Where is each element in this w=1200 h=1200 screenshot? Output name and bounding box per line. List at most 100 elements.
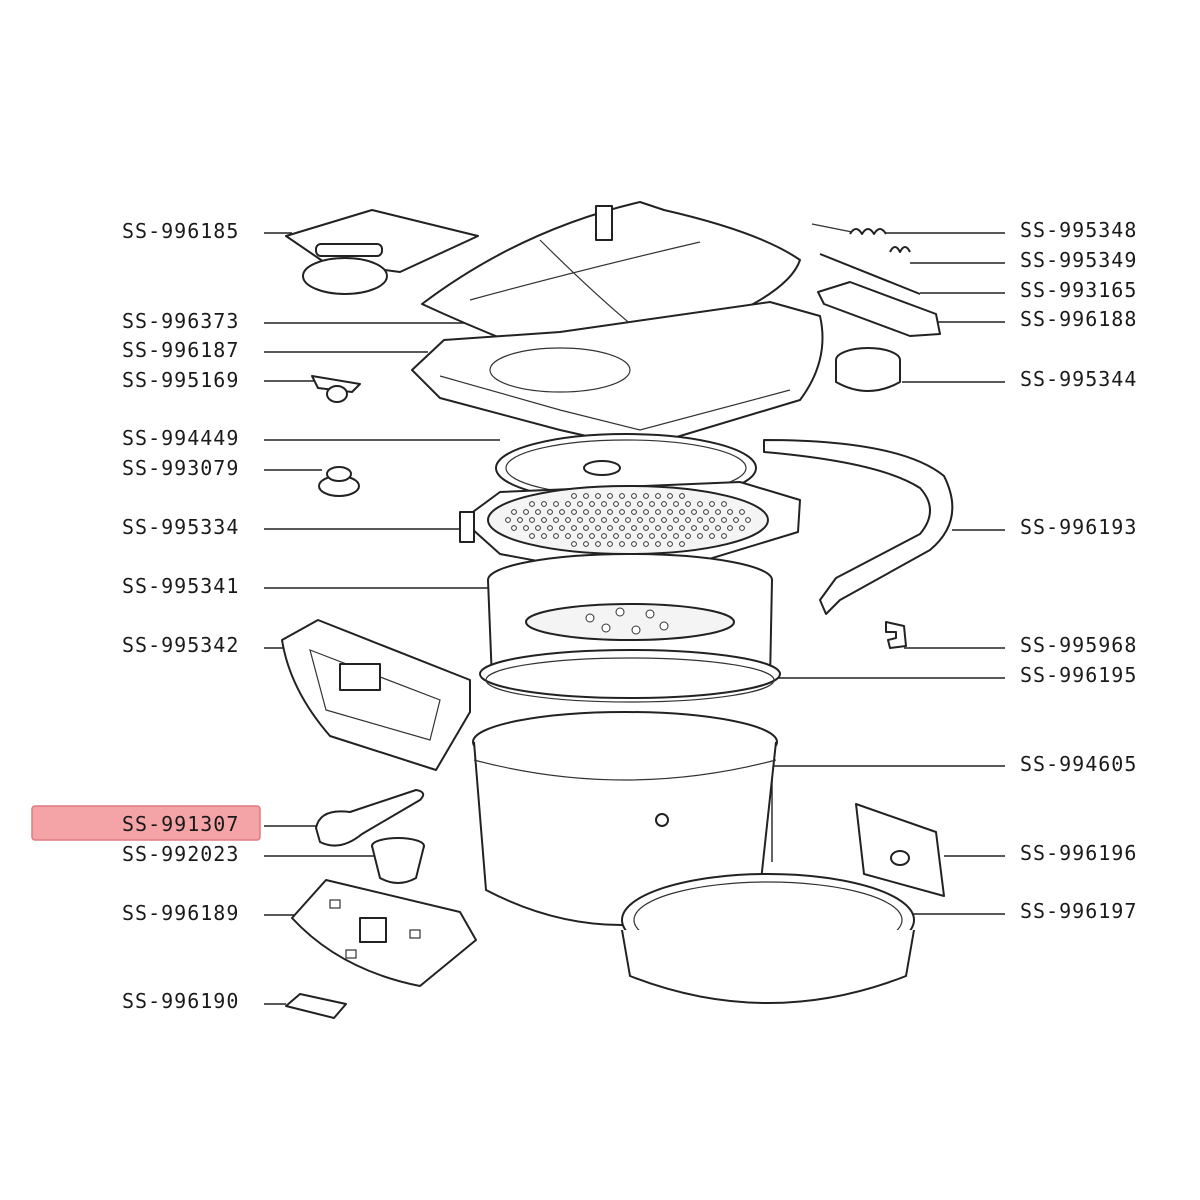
plate-hole xyxy=(517,517,523,523)
plate-hole xyxy=(661,501,667,507)
label-ss-996196[interactable]: SS-996196 xyxy=(1020,841,1137,865)
plate-hole xyxy=(673,517,679,523)
plate-hole xyxy=(667,509,673,515)
plate-hole xyxy=(649,517,655,523)
plate-hole xyxy=(697,501,703,507)
plate-hole xyxy=(631,509,637,515)
plate-hole xyxy=(541,517,547,523)
label-ss-995348[interactable]: SS-995348 xyxy=(1020,218,1137,242)
part-996189-pcb xyxy=(291,879,477,987)
plate-hole xyxy=(571,541,577,547)
part-995334-steam-plate xyxy=(459,481,801,589)
plate-hole xyxy=(643,525,649,531)
plate-hole xyxy=(589,517,595,523)
part-995349-spring xyxy=(889,246,911,253)
label-ss-994605[interactable]: SS-994605 xyxy=(1020,752,1137,776)
label-ss-993165[interactable]: SS-993165 xyxy=(1020,278,1137,302)
plate-hole xyxy=(529,501,535,507)
label-ss-996197[interactable]: SS-996197 xyxy=(1020,899,1137,923)
plate-hole xyxy=(697,533,703,539)
plate-hole xyxy=(607,541,613,547)
leader-lines xyxy=(264,232,1005,1005)
plate-hole xyxy=(553,517,559,523)
plate-hole xyxy=(625,517,631,523)
plate-hole xyxy=(721,533,727,539)
plate-hole xyxy=(511,509,517,515)
plate-hole xyxy=(565,501,571,507)
plate-hole xyxy=(661,533,667,539)
label-ss-996193[interactable]: SS-996193 xyxy=(1020,515,1137,539)
plate-hole xyxy=(643,509,649,515)
plate-hole xyxy=(607,525,613,531)
plate-hole xyxy=(523,525,529,531)
plate-hole xyxy=(583,509,589,515)
plate-hole xyxy=(547,525,553,531)
plate-hole xyxy=(577,501,583,507)
plate-hole xyxy=(583,525,589,531)
plate-hole xyxy=(739,509,745,515)
part-995169-clip xyxy=(311,375,361,403)
plate-hole xyxy=(505,517,511,523)
plate-hole xyxy=(637,501,643,507)
plate-hole xyxy=(655,509,661,515)
plate-hole xyxy=(715,509,721,515)
part-996188-latch xyxy=(817,281,941,337)
plate-hole xyxy=(595,541,601,547)
plate-hole xyxy=(583,541,589,547)
part-991307-rice-paddle[interactable] xyxy=(315,789,425,847)
plate-hole xyxy=(619,509,625,515)
plate-hole xyxy=(679,493,685,499)
plate-hole xyxy=(637,517,643,523)
plate-hole xyxy=(595,525,601,531)
plate-hole xyxy=(613,533,619,539)
label-ss-996195[interactable]: SS-996195 xyxy=(1020,663,1137,687)
label-ss-995968[interactable]: SS-995968 xyxy=(1020,633,1137,657)
plate-hole xyxy=(745,517,751,523)
plate-hole xyxy=(613,501,619,507)
plate-hole xyxy=(715,525,721,531)
plate-hole xyxy=(565,533,571,539)
label-ss-993079[interactable]: SS-993079 xyxy=(122,456,239,480)
label-ss-995341[interactable]: SS-995341 xyxy=(122,574,239,598)
plate-hole xyxy=(637,533,643,539)
label-ss-996189[interactable]: SS-996189 xyxy=(122,901,239,925)
plate-hole xyxy=(679,525,685,531)
plate-hole xyxy=(685,517,691,523)
plate-hole xyxy=(667,541,673,547)
plate-hole xyxy=(655,493,661,499)
label-ss-991307[interactable]: SS-991307 xyxy=(122,812,239,836)
plate-hole xyxy=(553,501,559,507)
plate-hole xyxy=(709,501,715,507)
label-ss-994449[interactable]: SS-994449 xyxy=(122,426,239,450)
plate-hole xyxy=(625,533,631,539)
label-ss-995334[interactable]: SS-995334 xyxy=(122,515,239,539)
label-ss-995169[interactable]: SS-995169 xyxy=(122,368,239,392)
label-ss-995344[interactable]: SS-995344 xyxy=(1020,367,1137,391)
label-ss-996373[interactable]: SS-996373 xyxy=(122,309,239,333)
plate-hole xyxy=(709,517,715,523)
plate-hole xyxy=(547,509,553,515)
plate-hole xyxy=(679,509,685,515)
label-ss-996185[interactable]: SS-996185 xyxy=(122,219,239,243)
label-ss-996188[interactable]: SS-996188 xyxy=(1020,307,1137,331)
part-996185-cap xyxy=(285,209,479,295)
plate-hole xyxy=(673,533,679,539)
plate-hole xyxy=(733,517,739,523)
plate-hole xyxy=(577,517,583,523)
label-ss-996190[interactable]: SS-996190 xyxy=(122,989,239,1013)
plate-hole xyxy=(571,493,577,499)
part-996195-ring xyxy=(479,649,781,703)
label-ss-995342[interactable]: SS-995342 xyxy=(122,633,239,657)
plate-hole xyxy=(697,517,703,523)
plate-hole xyxy=(595,493,601,499)
label-ss-996187[interactable]: SS-996187 xyxy=(122,338,239,362)
part-992023-measuring-cup xyxy=(371,837,425,884)
plate-hole xyxy=(565,517,571,523)
plate-hole xyxy=(577,533,583,539)
plate-hole xyxy=(559,509,565,515)
part-996197-base xyxy=(621,873,915,1004)
plate-holes xyxy=(505,493,751,547)
label-ss-995349[interactable]: SS-995349 xyxy=(1020,248,1137,272)
label-ss-992023[interactable]: SS-992023 xyxy=(122,842,239,866)
